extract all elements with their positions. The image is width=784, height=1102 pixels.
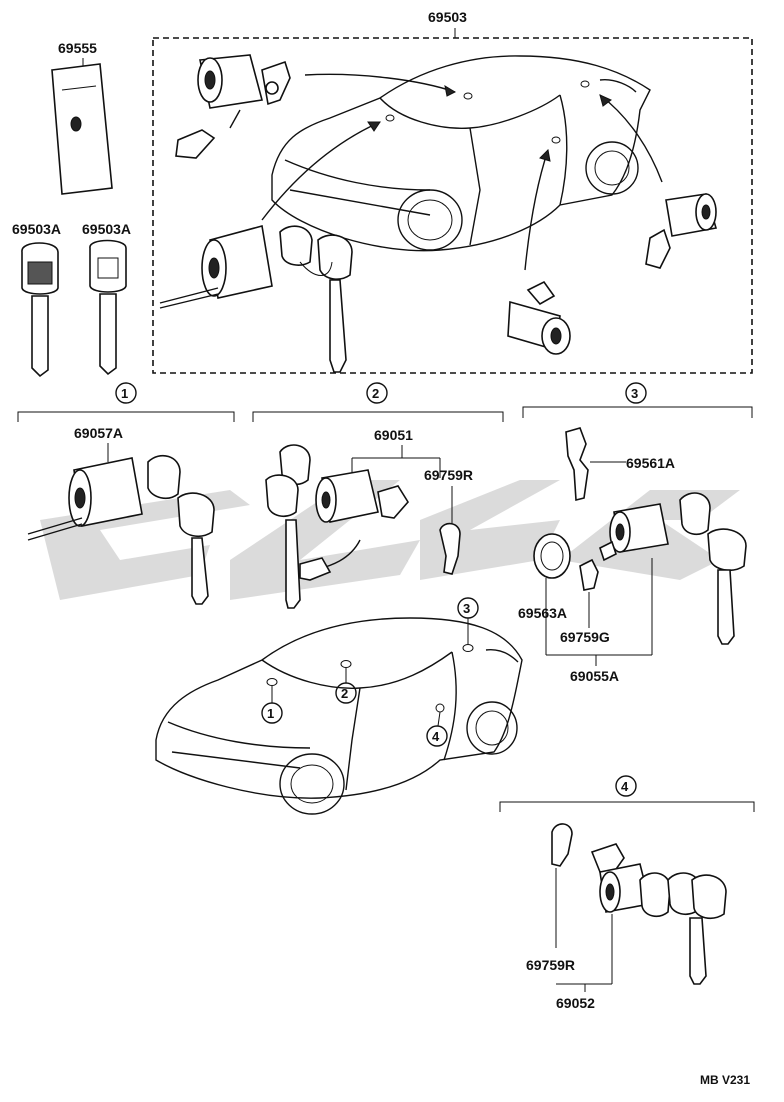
part-69055A: 69055A: [546, 492, 747, 684]
assembly-arrows: [261, 73, 663, 271]
group-3-header: 3: [522, 382, 753, 418]
label-69563A: 69563A: [518, 605, 567, 621]
assembly-part-number: 69503: [428, 9, 467, 25]
label-69759R-b: 69759R: [526, 957, 575, 973]
label-69503A-2: 69503A: [82, 221, 131, 237]
trunk-lock-cylinder-bottom: [507, 280, 571, 355]
label-69759R-a: 69759R: [424, 467, 473, 483]
label-69055A: 69055A: [570, 668, 619, 684]
group-1-marker: 1: [121, 386, 128, 401]
car-marker-4-text: 4: [432, 729, 440, 744]
label-69503A-1: 69503A: [12, 221, 61, 237]
car-marker-3-text: 3: [463, 601, 470, 616]
plate-69555: 69555: [51, 40, 113, 195]
door-lock-cylinder-right: [645, 193, 718, 269]
part-69759R-a: 69759R: [424, 467, 473, 575]
car-marker-4: 4: [426, 711, 448, 747]
group-1-header: 1: [17, 382, 235, 422]
group-2-marker: 2: [372, 386, 379, 401]
ignition-lock-cylinder: [159, 224, 353, 373]
diagram-code: MB V231: [700, 1073, 750, 1087]
part-69759G: 69759G: [560, 558, 610, 645]
label-69555: 69555: [58, 40, 97, 56]
label-69561A: 69561A: [626, 455, 675, 471]
part-69561A: 69561A: [565, 427, 675, 502]
part-69057A: 69057A: [27, 425, 215, 605]
car-marker-2-text: 2: [341, 686, 348, 701]
car-illustration-top: [271, 55, 651, 252]
group-3-marker: 3: [631, 386, 638, 401]
part-69052: 69052: [556, 843, 727, 1011]
assembly-69503: 69503: [152, 9, 753, 374]
group-4-header: 4: [499, 775, 755, 812]
trunk-lock-cylinder-top: [175, 54, 291, 159]
part-69563A: 69563A: [518, 533, 571, 655]
label-69051: 69051: [374, 427, 413, 443]
key-blank-69503A-2: 69503A: [82, 221, 131, 376]
label-69057A: 69057A: [74, 425, 123, 441]
key-blank-69503A-1: 69503A: [12, 221, 61, 378]
car-marker-1-text: 1: [267, 706, 274, 721]
group-4-marker: 4: [621, 779, 629, 794]
part-69759R-b: 69759R: [526, 823, 575, 973]
car-marker-2: 2: [335, 668, 357, 704]
part-69051: 69051: [265, 427, 441, 609]
car-illustration-middle: [155, 617, 523, 815]
group-2-header: 2: [252, 382, 504, 422]
label-69759G: 69759G: [560, 629, 610, 645]
car-marker-1: 1: [261, 686, 283, 724]
label-69052: 69052: [556, 995, 595, 1011]
assembly-dashed-box: [152, 37, 753, 374]
car-marker-3: 3: [457, 597, 479, 644]
